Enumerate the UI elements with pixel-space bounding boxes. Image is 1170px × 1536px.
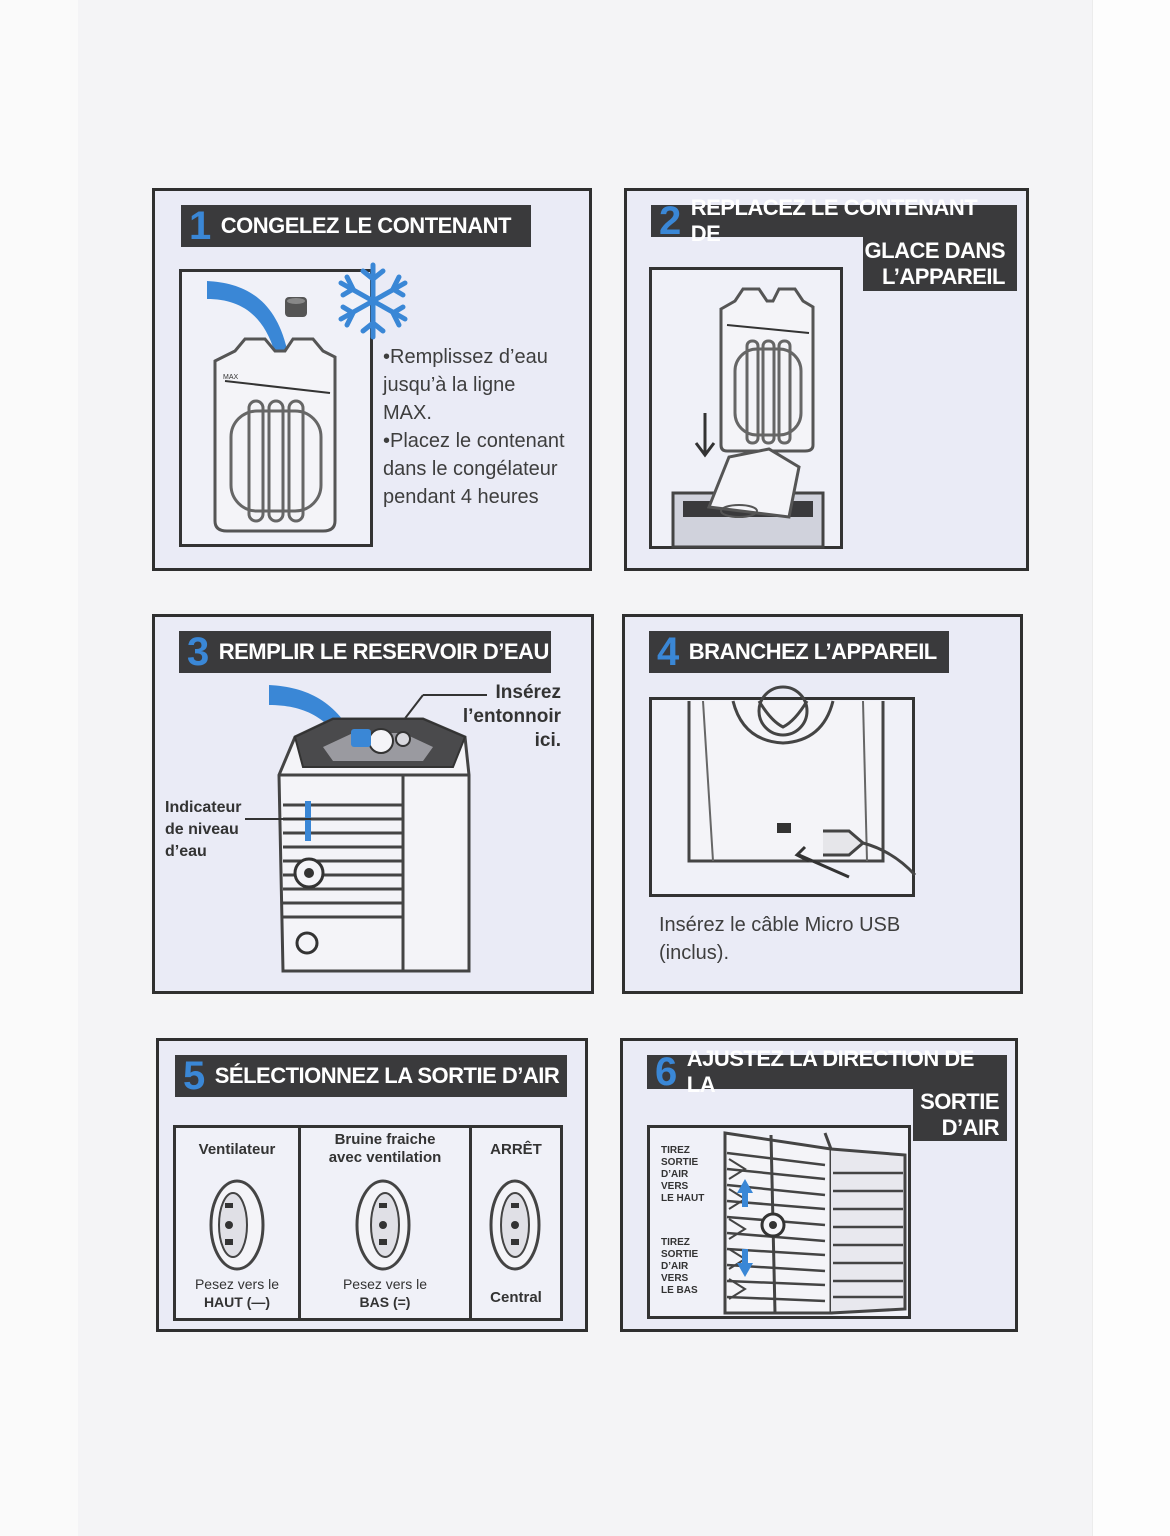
usb-plug-illustration [687, 685, 917, 879]
funnel-label-line-1: Insérez [495, 682, 561, 703]
step-1-bullet-5: dans le congélateur [383, 458, 558, 480]
mode-fan-hint-line-1: Pesez vers le [194, 1276, 280, 1292]
mode-mist-hint-line-1: Pesez vers le [342, 1276, 428, 1292]
indicator-label-line-1: Indicateur [165, 799, 242, 816]
down-label-line-2: SORTIE [661, 1249, 699, 1260]
up-label-line-4: VERS [661, 1181, 689, 1192]
step-1-bullet-6: pendant 4 heures [383, 486, 539, 508]
funnel-label-line-2: l’entonnoir [462, 706, 561, 727]
mode-off-hint: Central [490, 1289, 542, 1306]
step-1-bullet-3: MAX. [383, 402, 432, 424]
indicator-pointer-line [245, 818, 311, 820]
step-title-line-3: D’AIR [941, 1115, 1000, 1140]
step-title-line-3: L’APPAREIL [882, 264, 1005, 289]
step-2-header-bottom: GLACE DANS L’APPAREIL [863, 237, 1017, 291]
ice-pack-illustration: MAX [213, 337, 337, 533]
step-3-header: 3 REMPLIR LE RESERVOIR D’EAU [179, 631, 551, 673]
step-number: 5 [183, 1054, 205, 1098]
step-title-line-2: SORTIE [920, 1089, 999, 1114]
step-5-header: 5 SÉLECTIONNEZ LA SORTIE D’AIR [175, 1055, 567, 1097]
step-number: 2 [659, 199, 681, 243]
step-title: CONGELEZ LE CONTENANT [220, 213, 512, 238]
step-4-panel: 4 BRANCHEZ L’APPAREIL Insérez le câble M… [622, 614, 1023, 994]
funnel-label-line-3: ici. [534, 730, 561, 751]
step-title-line-1: AJUSTEZ LA DIRECTION DE LA [686, 1046, 975, 1097]
snowflake-icon [338, 262, 408, 340]
step-title: BRANCHEZ L’APPAREIL [688, 639, 938, 664]
step-5-panel: 5 SÉLECTIONNEZ LA SORTIE D’AIR Ventilate… [156, 1038, 588, 1332]
mode-mist-label-line-2: avec ventilation [328, 1149, 442, 1166]
step-3-panel: 3 REMPLIR LE RESERVOIR D’EAU Insérez l’e… [152, 614, 594, 994]
down-label-line-5: LE BAS [661, 1285, 698, 1296]
step-2-panel: 2 REPLACEZ LE CONTENANT DE GLACE DANS L’… [624, 188, 1029, 571]
step-1-bullet-2: jusqu’à la ligne [383, 374, 516, 396]
step-number: 3 [187, 630, 209, 674]
up-label-line-3: D’AIR [661, 1169, 689, 1180]
down-arrow-icon [694, 413, 716, 458]
cooler-device-illustration [277, 717, 471, 973]
up-label-line-1: TIREZ [661, 1145, 690, 1156]
ice-pack-illustration [719, 287, 815, 453]
switch-down-icon [355, 1179, 411, 1271]
step-number: 6 [655, 1050, 677, 1094]
step-2-header-top: 2 REPLACEZ LE CONTENANT DE [651, 195, 1017, 246]
mode-off-label: ARRÊT [490, 1141, 542, 1158]
page-margin-left [0, 0, 78, 1536]
step-1-bullet-1: •Remplissez d’eau [383, 346, 548, 368]
step-1-panel: 1 CONGELEZ LE CONTENANT MAX •R [152, 188, 592, 571]
switch-off-icon [489, 1179, 541, 1271]
step-title-line-1: REPLACEZ LE CONTENANT DE [690, 195, 978, 246]
svg-text:MAX: MAX [223, 374, 239, 381]
page-margin-right [1092, 0, 1170, 1536]
step-4-header: 4 BRANCHEZ L’APPAREIL [649, 631, 949, 673]
down-label-line-3: D’AIR [661, 1261, 689, 1272]
step-4-caption-line-2: (inclus). [659, 942, 730, 964]
step-4-caption-line-1: Insérez le câble Micro USB [659, 914, 901, 936]
step-number: 1 [189, 204, 211, 248]
device-slot-illustration [671, 447, 825, 549]
step-title-line-2: GLACE DANS [864, 238, 1006, 263]
down-label-line-4: VERS [661, 1273, 689, 1284]
up-label-line-2: SORTIE [661, 1157, 699, 1168]
mode-mist-hint-line-2: BAS (=) [359, 1294, 411, 1310]
indicator-label-line-2: de niveau [165, 821, 239, 838]
step-6-panel: 6 AJUSTEZ LA DIRECTION DE LA SORTIE D’AI… [620, 1038, 1018, 1332]
up-label-line-5: LE HAUT [661, 1193, 705, 1204]
mode-fan-hint-line-2: HAUT (—) [203, 1294, 271, 1310]
step-number: 4 [657, 630, 679, 674]
mode-fan-label: Ventilateur [198, 1141, 276, 1158]
mode-mist-label-line-1: Bruine fraiche [334, 1131, 436, 1148]
step-title: REMPLIR LE RESERVOIR D’EAU [218, 639, 550, 664]
indicator-label-line-3: d’eau [165, 843, 207, 860]
step-title: SÉLECTIONNEZ LA SORTIE D’AIR [214, 1063, 560, 1088]
cap-icon [285, 297, 307, 317]
step-1-bullet-4: •Placez le contenant [383, 430, 565, 452]
water-pour-icon [207, 281, 287, 353]
louver-illustration [723, 1131, 907, 1315]
down-label-line-1: TIREZ [661, 1237, 690, 1248]
step-6-header-bottom: SORTIE D’AIR [913, 1089, 1007, 1141]
step-1-header: 1 CONGELEZ LE CONTENANT [181, 205, 531, 247]
switch-up-icon [209, 1179, 265, 1271]
step-6-header-top: 6 AJUSTEZ LA DIRECTION DE LA [647, 1046, 1007, 1097]
